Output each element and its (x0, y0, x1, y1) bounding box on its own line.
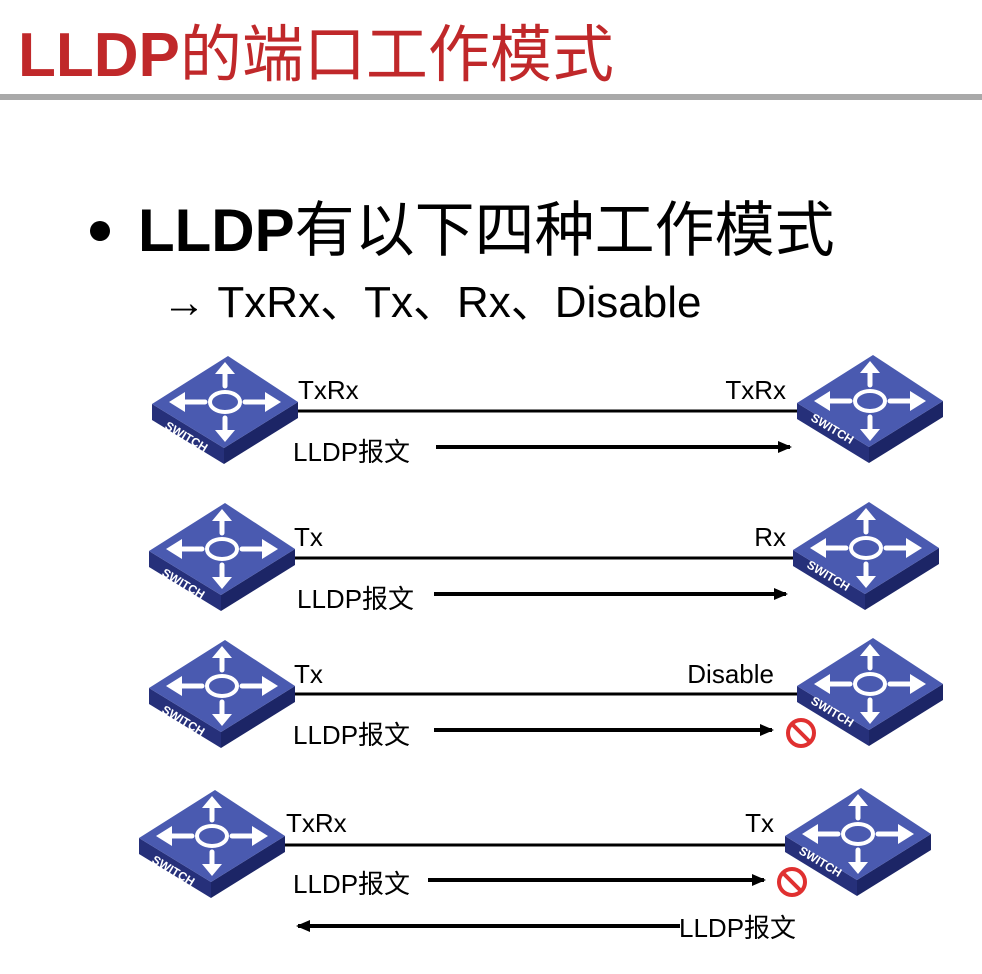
mode-row-1: SWITCH SWITCH TxRx TxRx LLDP报文 (152, 355, 943, 467)
slide-title: LLDP的端口工作模式 (18, 4, 614, 94)
bullet-point: LLDP有以下四种工作模式 (90, 182, 835, 269)
title-prefix: LLDP (18, 21, 180, 90)
blocked-icon (777, 867, 807, 897)
packet-label: LLDP报文 (293, 869, 410, 899)
right-mode-label: TxRx (725, 375, 786, 405)
right-mode-label: Disable (687, 659, 774, 689)
left-mode-label: Tx (294, 659, 323, 689)
packet-label: LLDP报文 (293, 720, 410, 750)
bullet-dot-icon (90, 221, 110, 242)
switch-icon (149, 503, 295, 611)
switch-icon (139, 790, 285, 898)
mode-list: → TxRx、Tx、Rx、Disable (162, 278, 702, 327)
left-mode-label: TxRx (298, 375, 359, 405)
switch-icon (785, 788, 931, 896)
reverse-packet-label: LLDP报文 (679, 913, 796, 943)
bullet-prefix: LLDP (138, 197, 295, 264)
bullet-suffix: 有以下四种工作模式 (294, 197, 835, 264)
mode-row-4: SWITCH SWITCH TxRx Tx LLDP报文 LLDP报文 (139, 788, 931, 943)
mode-row-2: SWITCH SWITCH Tx Rx LLDP报文 (149, 502, 939, 614)
left-mode-label: TxRx (286, 808, 347, 838)
switch-icon (793, 502, 939, 610)
packet-label: LLDP报文 (297, 584, 414, 614)
packet-label: LLDP报文 (293, 437, 410, 467)
switch-icon (797, 638, 943, 746)
switch-icon (149, 640, 295, 748)
left-mode-label: Tx (294, 522, 323, 552)
title-suffix: 的端口工作模式 (179, 21, 614, 90)
blocked-icon (786, 718, 816, 748)
right-mode-label: Tx (745, 808, 774, 838)
title-divider (0, 94, 982, 100)
mode-row-3: SWITCH SWITCH Tx Disable LLDP报文 (149, 638, 943, 750)
right-mode-label: Rx (754, 522, 786, 552)
switch-icon (152, 356, 298, 464)
switch-icon (797, 355, 943, 463)
